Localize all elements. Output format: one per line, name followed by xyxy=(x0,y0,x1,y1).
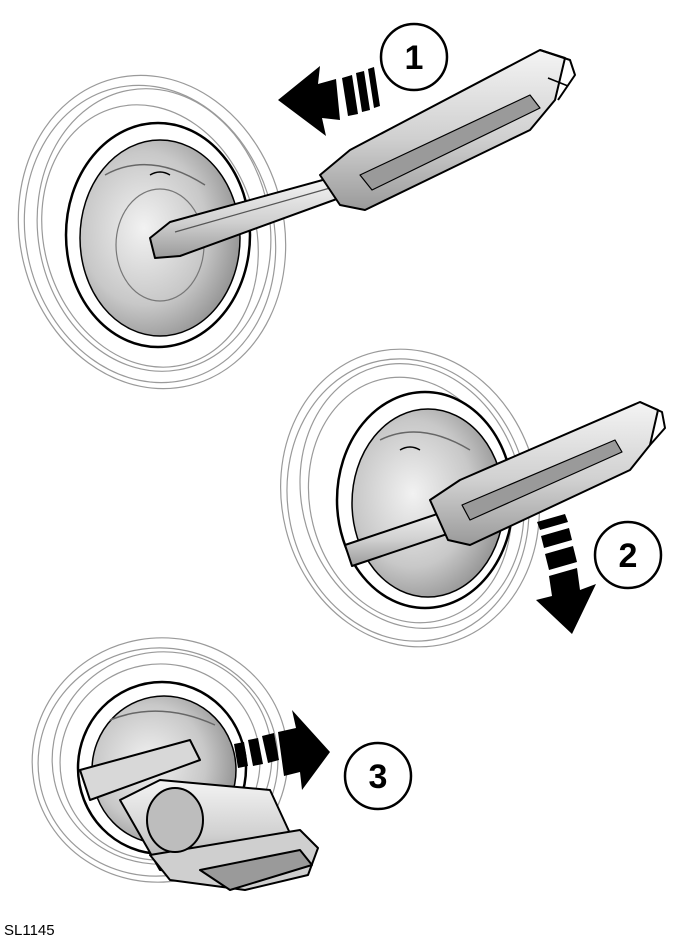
withdrawn-lock-barrel xyxy=(79,739,319,891)
key xyxy=(149,49,576,259)
key xyxy=(344,401,666,567)
down-arrow xyxy=(536,514,596,634)
step-2-badge: 2 xyxy=(593,520,663,590)
figure-reference-code: SL1145 xyxy=(4,922,55,939)
step-3-badge: 3 xyxy=(343,741,413,811)
step-1-illustration: 1 xyxy=(17,22,576,390)
step-2-illustration: 2 xyxy=(280,348,666,648)
left-arrow xyxy=(278,66,380,136)
step-2-number: 2 xyxy=(619,537,638,575)
step-1-number: 1 xyxy=(405,39,424,77)
step-3-number: 3 xyxy=(369,758,388,796)
step-1-badge: 1 xyxy=(379,22,449,92)
step-3-illustration: 3 xyxy=(31,637,413,891)
right-arrow xyxy=(234,710,330,790)
